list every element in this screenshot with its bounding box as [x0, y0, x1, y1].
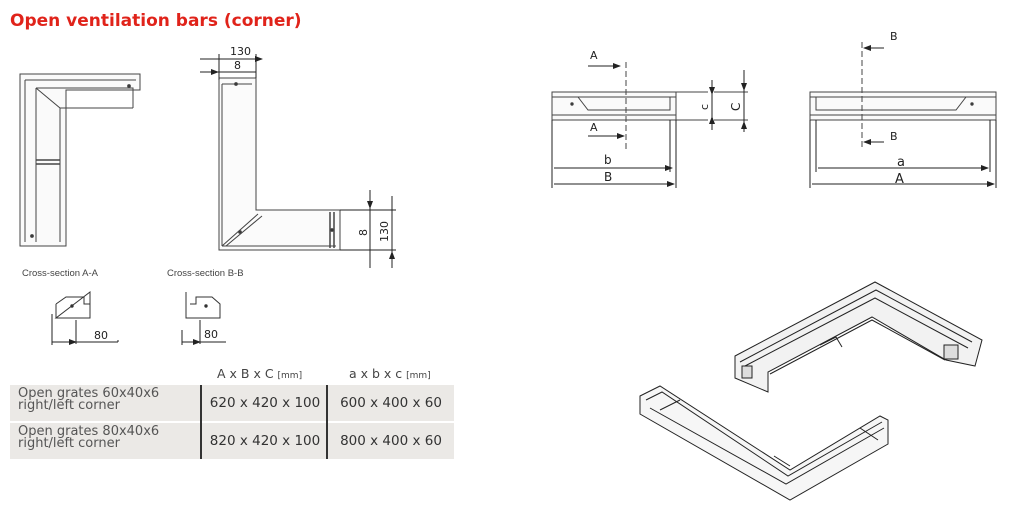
column-divider	[200, 385, 202, 459]
row-name-line1: Open grates 60x40x6	[18, 386, 160, 401]
dim-section-b-80: 80	[204, 328, 218, 341]
front-elevation-b	[551, 62, 748, 188]
table-row: Open grates 80x40x6 right/left corner 82…	[10, 423, 454, 459]
dim-C: C	[729, 103, 743, 111]
caption-cross-section-a: Cross-section A-A	[22, 268, 99, 279]
row-name-line2: right/left corner	[18, 398, 120, 413]
dim-B-upper: B	[604, 170, 612, 184]
dim-top-130: 130	[230, 45, 251, 58]
dim-side-130: 130	[378, 221, 391, 242]
caption-cross-section-b: Cross-section B-B	[167, 268, 244, 279]
front-elevation-a	[809, 42, 997, 188]
table-row: Open grates 60x40x6 right/left corner 62…	[10, 385, 454, 421]
page-title: Open ventilation bars (corner)	[10, 11, 302, 31]
table-header-outer: A x B x C [mm]	[217, 366, 302, 381]
row-name: Open grates 80x40x6 right/left corner	[18, 424, 196, 451]
dim-c: c	[698, 104, 711, 110]
header-inner-label: a x b x c	[349, 366, 403, 381]
header-outer-unit: [mm]	[277, 371, 303, 381]
dim-a-lower: a	[897, 155, 905, 170]
row-outer-dims: 620 x 420 x 100	[209, 395, 321, 411]
label-arrow-b-top: B	[890, 30, 898, 43]
cross-section-b-profile	[181, 292, 226, 345]
corner-plan-view	[19, 73, 141, 247]
cross-section-a-profile	[51, 290, 119, 345]
table-header-inner: a x b x c [mm]	[349, 366, 431, 381]
corner-section-view	[200, 54, 396, 268]
header-inner-unit: [mm]	[406, 371, 431, 381]
dim-section-a-80: 80	[94, 329, 108, 342]
dim-A-upper: A	[895, 172, 904, 187]
dim-side-8: 8	[357, 229, 370, 236]
isometric-upper-frame	[734, 281, 983, 393]
label-arrow-b-bottom: B	[890, 130, 898, 143]
isometric-lower-frame	[639, 385, 889, 501]
dim-top-8: 8	[234, 59, 241, 72]
row-inner-dims: 800 x 400 x 60	[340, 433, 442, 449]
header-outer-label: A x B x C	[217, 366, 274, 381]
row-outer-dims: 820 x 420 x 100	[209, 433, 321, 449]
row-name-line1: Open grates 80x40x6	[18, 424, 160, 439]
row-name-line2: right/left corner	[18, 436, 120, 451]
column-divider	[326, 385, 328, 459]
row-name: Open grates 60x40x6 right/left corner	[18, 386, 196, 413]
label-arrow-a-bottom: A	[590, 121, 598, 134]
label-arrow-a-top: A	[590, 49, 598, 62]
dim-b-lower: b	[604, 153, 612, 167]
row-inner-dims: 600 x 400 x 60	[340, 395, 442, 411]
